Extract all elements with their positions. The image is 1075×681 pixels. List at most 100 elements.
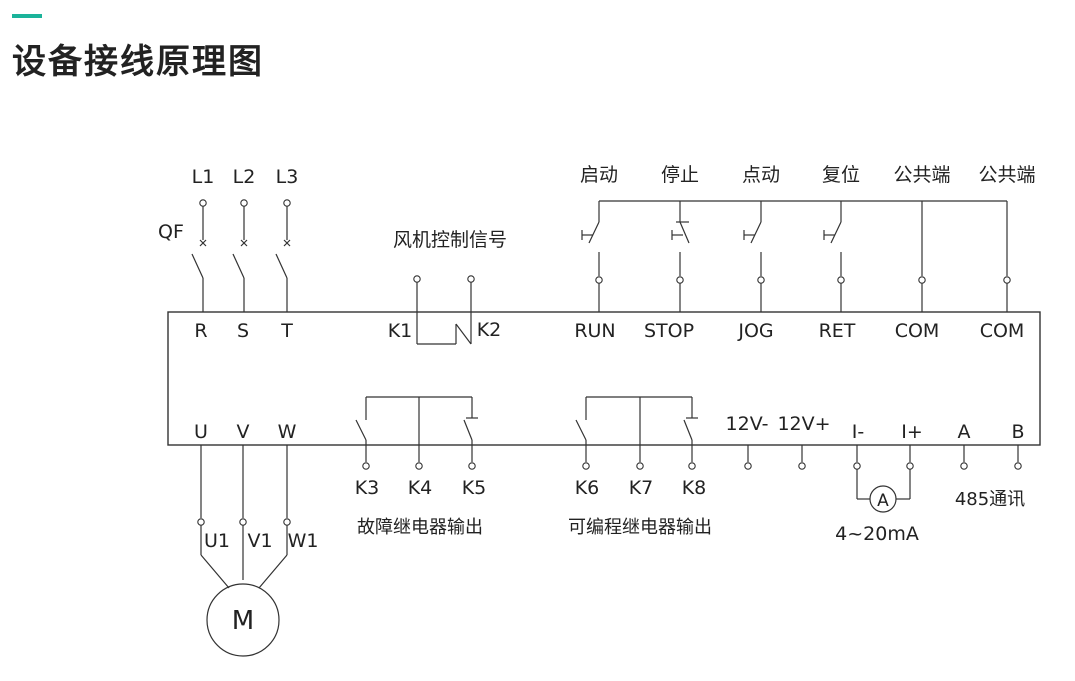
ammeter-label: A	[877, 491, 889, 511]
terminal-i-plus	[906, 462, 914, 470]
box-terminal-com-1: COM	[895, 320, 940, 342]
line-label-l1: L1	[192, 166, 215, 188]
jog-switch-blade	[750, 221, 762, 244]
terminal-l2	[240, 199, 248, 207]
motor-terminal-w1: W1	[288, 530, 319, 552]
box-terminal-k2: K2	[477, 319, 502, 341]
box-terminal-a: A	[958, 421, 971, 443]
ret-switch-blade	[830, 221, 842, 244]
box-terminal-v: V	[237, 421, 250, 443]
analog-group: I- I+ A 4~20mA	[835, 421, 923, 545]
input-label-common-1: 公共端	[893, 164, 950, 186]
prog-relay-group: K6 K7 K8 可编程继电器输出	[568, 396, 712, 538]
breaker-blade-l3	[275, 253, 288, 279]
label-k4: K4	[408, 477, 433, 499]
terminal-12v-minus	[744, 462, 752, 470]
terminal-u1	[197, 518, 205, 526]
fault-relay-group: K3 K4 K5 故障继电器输出	[355, 396, 487, 538]
line-label-l3: L3	[276, 166, 299, 188]
box-terminal-ret: RET	[819, 320, 856, 342]
terminal-l3	[283, 199, 291, 207]
motor-lead-u2	[200, 554, 230, 589]
box-terminal-12v-plus: 12V+	[777, 413, 830, 435]
terminal-com-2	[1003, 276, 1011, 284]
input-label-reset: 复位	[822, 164, 860, 186]
terminal-w1	[283, 518, 291, 526]
controller-box	[167, 311, 1041, 446]
comm-group: A B 485通讯	[955, 421, 1025, 510]
terminal-run	[595, 276, 603, 284]
box-terminal-jog: JOG	[737, 320, 773, 342]
input-label-common-2: 公共端	[978, 164, 1035, 186]
motor-terminal-u1: U1	[204, 530, 230, 552]
box-terminal-i-plus: I+	[901, 421, 923, 443]
analog-range-label: 4~20mA	[835, 523, 919, 545]
terminal-a	[960, 462, 968, 470]
fan-control-title: 风机控制信号	[393, 229, 507, 251]
comm-title: 485通讯	[955, 489, 1025, 510]
input-label-start: 启动	[580, 164, 618, 186]
terminal-k7	[636, 462, 644, 470]
box-terminal-run: RUN	[574, 320, 615, 342]
box-terminal-w: W	[278, 421, 297, 443]
title-accent-bar	[12, 14, 42, 18]
terminal-ret	[837, 276, 845, 284]
ammeter-symbol	[869, 485, 897, 513]
breaker-mark-l2b	[240, 239, 248, 247]
box-terminal-i-minus: I-	[852, 421, 864, 443]
motor-label: M	[232, 606, 254, 636]
box-terminal-12v-minus: 12V-	[726, 413, 769, 435]
prog-k6-contact	[575, 419, 587, 441]
box-terminal-s: S	[237, 320, 249, 342]
box-terminal-com-2: COM	[980, 320, 1025, 342]
prog-k8-contact	[683, 419, 693, 441]
label-k3: K3	[355, 477, 380, 499]
box-terminal-stop: STOP	[644, 320, 694, 342]
power-input-group: L1 L2 L3 QF	[158, 166, 298, 312]
breaker-mark-l3b	[283, 239, 291, 247]
motor-group: U1 V1 W1 M	[197, 445, 319, 657]
fault-k5-contact	[463, 419, 473, 441]
fan-contact	[455, 323, 472, 345]
input-label-stop: 停止	[661, 164, 699, 186]
label-k8: K8	[682, 477, 707, 499]
label-k7: K7	[629, 477, 654, 499]
terminal-i-minus	[853, 462, 861, 470]
fault-k3-contact	[355, 419, 367, 441]
fault-relay-title: 故障继电器输出	[357, 517, 483, 538]
label-k6: K6	[575, 477, 600, 499]
box-terminal-r: R	[194, 320, 207, 342]
terminal-b	[1014, 462, 1022, 470]
label-k5: K5	[462, 477, 487, 499]
terminal-fan-2	[467, 275, 475, 283]
fan-control-group: 风机控制信号 K1 K2	[388, 229, 507, 345]
motor-lead-w2	[258, 554, 288, 589]
terminal-l1	[199, 199, 207, 207]
box-terminal-k1: K1	[388, 320, 413, 342]
motor-symbol	[206, 583, 280, 657]
terminal-12v-plus	[798, 462, 806, 470]
terminal-jog	[757, 276, 765, 284]
terminal-stop	[676, 276, 684, 284]
terminal-com-1	[918, 276, 926, 284]
power-output-group: 12V- 12V+	[726, 413, 831, 470]
terminal-k6	[582, 462, 590, 470]
box-terminal-t: T	[280, 320, 293, 342]
terminal-v1	[239, 518, 247, 526]
terminal-k5	[468, 462, 476, 470]
input-label-jog: 点动	[742, 164, 780, 186]
terminal-fan-1	[413, 275, 421, 283]
line-label-l2: L2	[233, 166, 256, 188]
motor-terminal-v1: V1	[247, 530, 272, 552]
breaker-mark-l1b	[199, 239, 207, 247]
terminal-k8	[688, 462, 696, 470]
terminal-k3	[362, 462, 370, 470]
stop-switch-blade	[679, 221, 690, 244]
run-switch-blade	[588, 221, 600, 244]
box-terminal-b: B	[1011, 421, 1024, 443]
page-title: 设备接线原理图	[12, 42, 264, 82]
control-input-group: 启动 停止 点动 复位 公共端 公共端	[574, 164, 1035, 342]
prog-relay-title: 可编程继电器输出	[568, 517, 712, 538]
breaker-blade-l2	[232, 253, 245, 279]
